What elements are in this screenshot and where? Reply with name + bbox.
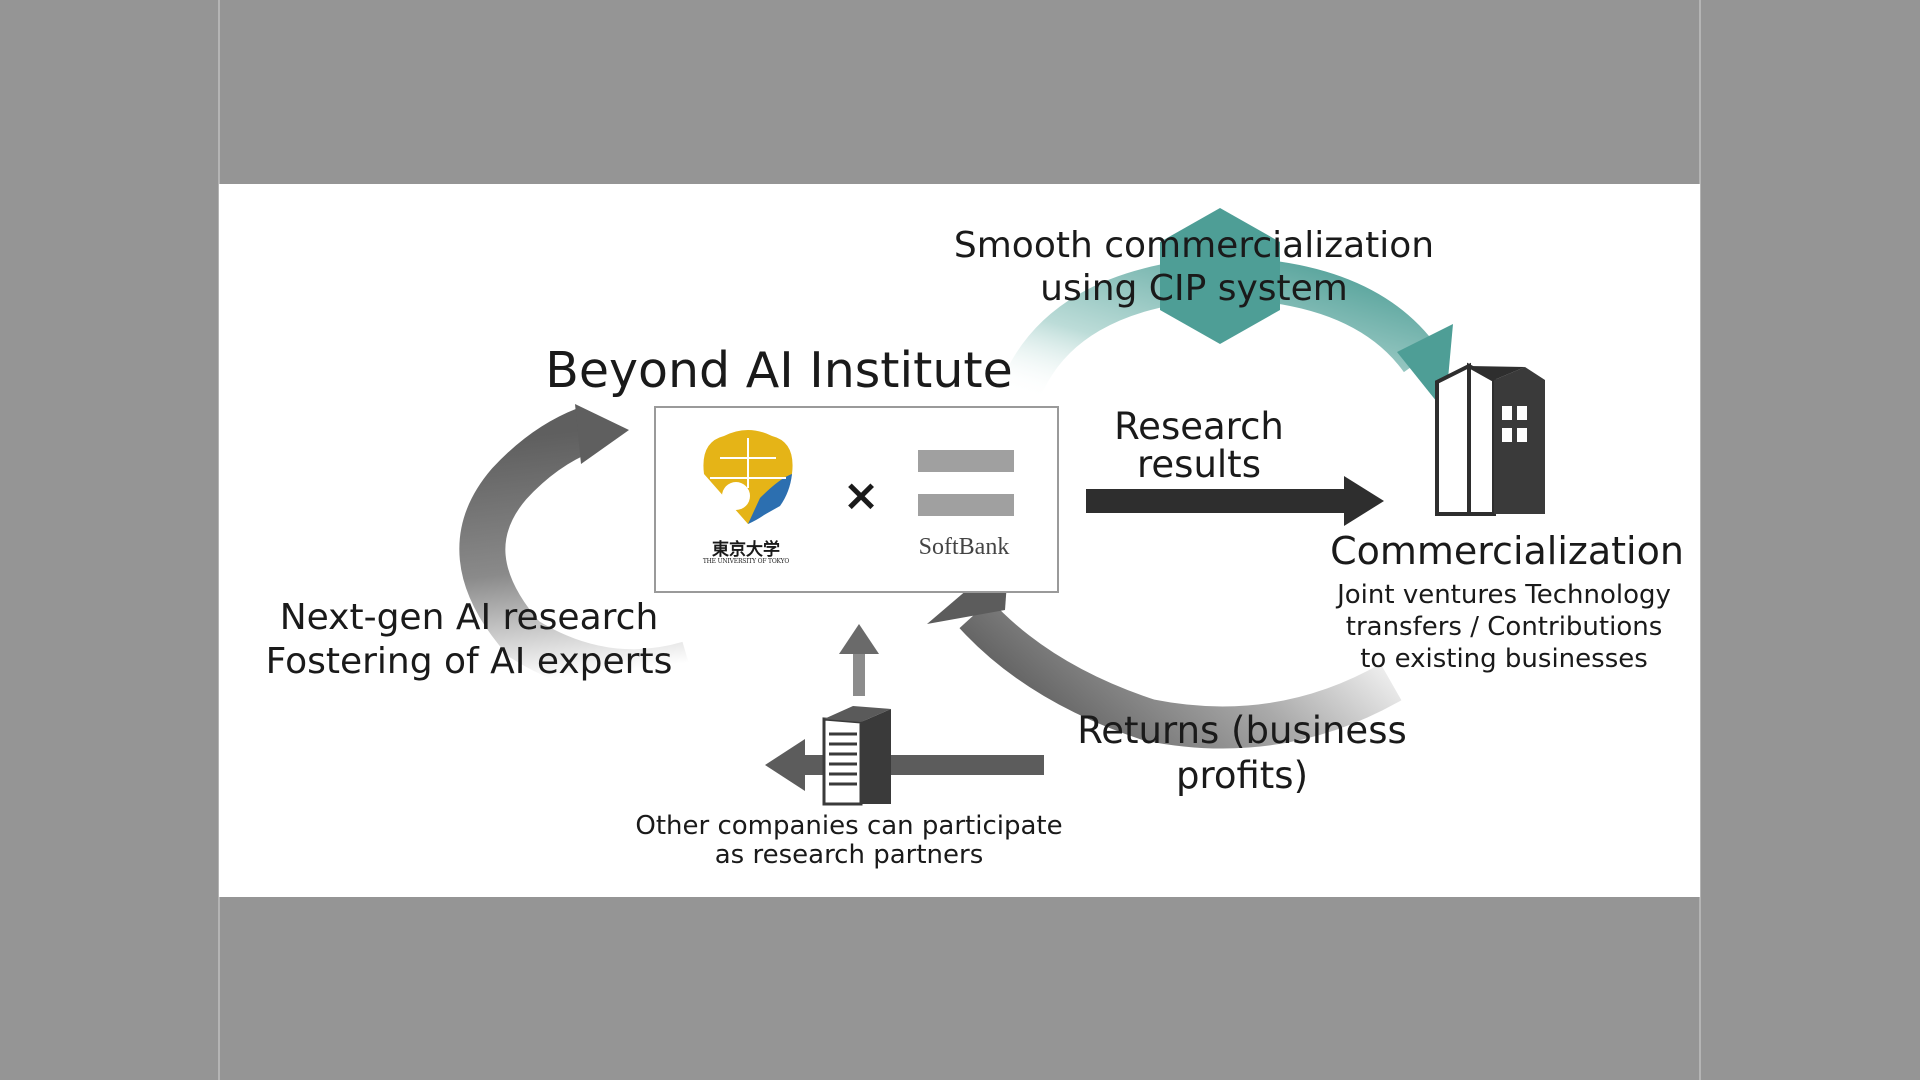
- institute-box: 東京大学 THE UNIVERSITY OF TOKYO × SoftBank: [654, 406, 1059, 593]
- diagram-graphics: [459, 208, 1545, 806]
- commercialization-details-text: Joint ventures Technology transfers / Co…: [1337, 580, 1671, 674]
- research-results-arrow: [1086, 476, 1384, 526]
- softbank-logo-icon: [918, 450, 1014, 472]
- right-border-line: [1699, 0, 1701, 1080]
- softbank-logo-bar: [918, 494, 1014, 516]
- diagram-title: Beyond AI Institute: [545, 342, 1013, 399]
- ginkgo-logo-icon: [703, 430, 793, 524]
- commercialization-details: Joint ventures Technology transfers / Co…: [1329, 580, 1679, 676]
- diagram-panel: 東京大学 THE UNIVERSITY OF TOKYO × SoftBank …: [219, 184, 1700, 897]
- partners-label-text: Other companies can participate as resea…: [635, 811, 1063, 871]
- cycle-label: Next-gen AI research Fostering of AI exp…: [229, 596, 709, 684]
- research-results-text: Research results: [1114, 405, 1284, 486]
- cip-label: Smooth commercialization using CIP syste…: [939, 224, 1449, 310]
- university-logo-subtext: THE UNIVERSITY OF TOKYO: [702, 558, 790, 565]
- returns-label: Returns (business profits): [1057, 708, 1427, 798]
- returns-arrow: [765, 739, 1044, 791]
- cip-hexagon-shape: [1160, 208, 1280, 344]
- commercialization-title: Commercialization: [1330, 529, 1684, 573]
- cip-label-text: Smooth commercialization using CIP syste…: [953, 225, 1435, 310]
- university-logo-text: 東京大学: [712, 540, 780, 560]
- building-icon: [1435, 362, 1545, 516]
- cycle-label-text: Next-gen AI research Fostering of AI exp…: [265, 597, 673, 682]
- times-symbol: ×: [842, 470, 880, 521]
- office-building-icon: [822, 706, 891, 806]
- cycle-arrow: [459, 404, 696, 696]
- partners-label: Other companies can participate as resea…: [619, 811, 1079, 871]
- research-results-label: Research results: [1099, 408, 1299, 483]
- softbank-logo-text: SoftBank: [918, 534, 1010, 560]
- returns-label-text: Returns (business profits): [1077, 709, 1407, 798]
